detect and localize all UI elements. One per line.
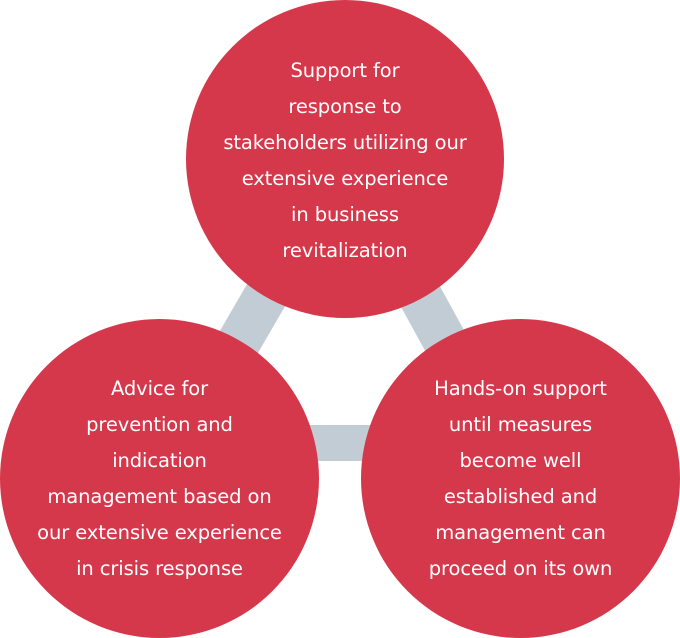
node-bottom-left-circle: Advice for prevention and indication man… [0,319,319,638]
node-bottom-left-label: Advice for prevention and indication man… [37,376,282,580]
node-bottom-right-circle: Hands-on support until measures become w… [361,319,680,638]
node-top-label: Support for response to stakeholders uti… [223,59,467,262]
node-bottom-right-label: Hands-on support until measures become w… [428,376,613,580]
node-top-circle: Support for response to stakeholders uti… [186,0,504,318]
